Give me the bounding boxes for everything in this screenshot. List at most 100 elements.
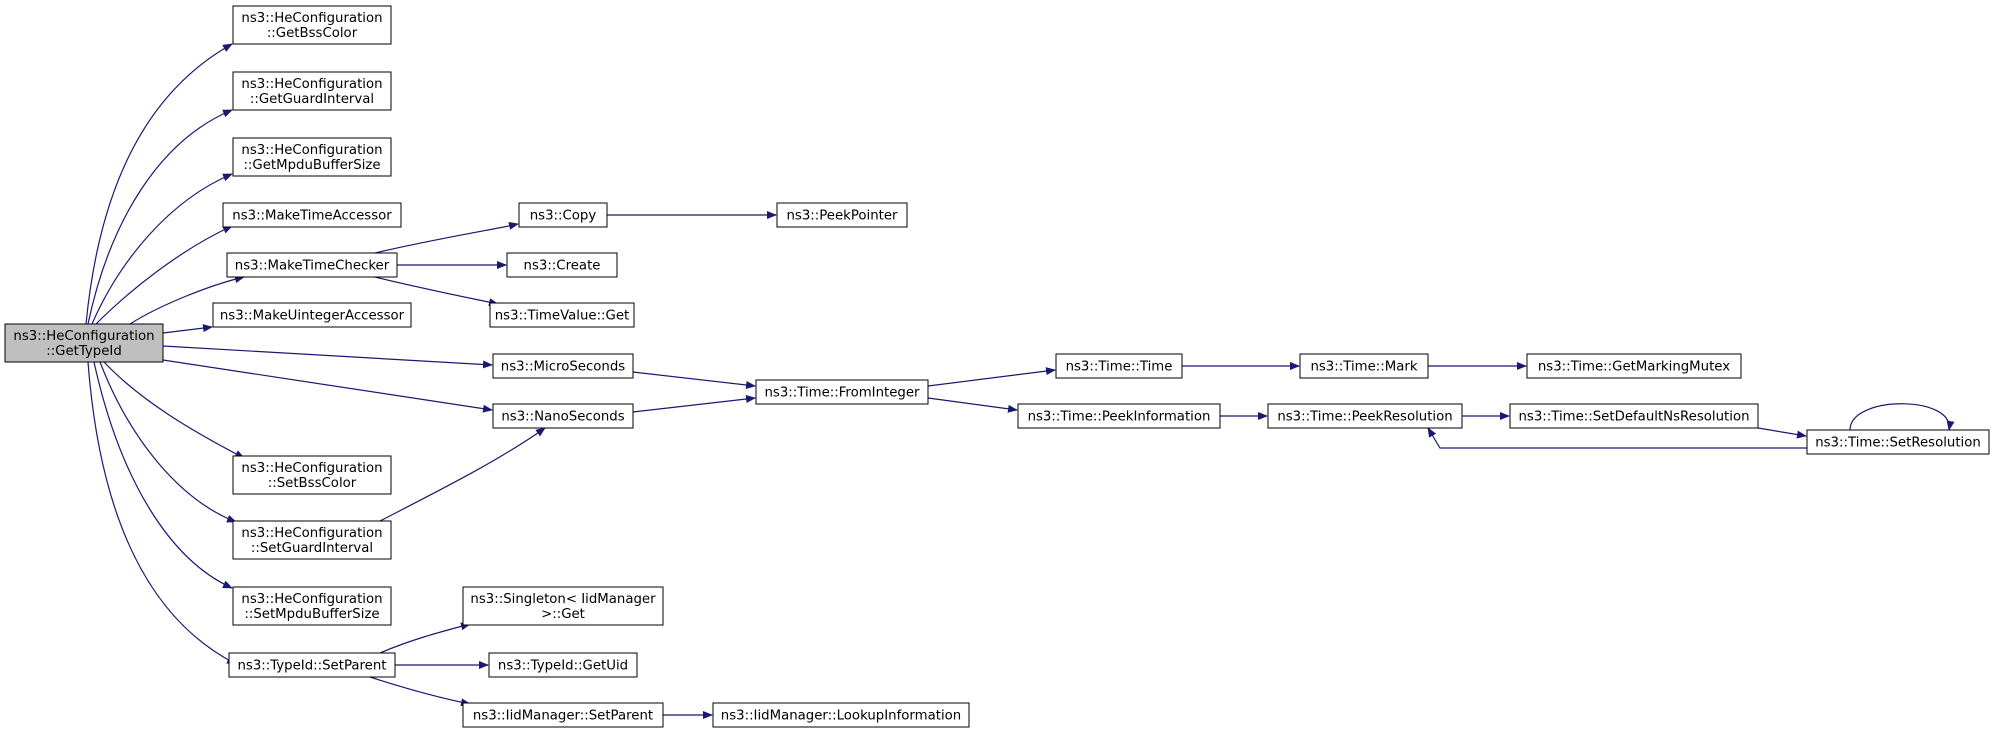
edge-setGuardInterval-to-nanoSeconds <box>379 427 546 522</box>
node-label: ns3::HeConfiguration <box>241 143 382 158</box>
node-box <box>222 202 402 228</box>
node-getMarkingMutex[interactable]: ns3::Time::GetMarkingMutex <box>1526 353 1742 379</box>
node-label: ns3::Time::PeekInformation <box>1028 410 1211 425</box>
node-box <box>506 252 618 278</box>
node-label: ns3::TypeId::SetParent <box>237 659 386 674</box>
edge-typeIdSetParent-to-singletonGet <box>379 622 471 654</box>
node-label: ns3::Create <box>524 259 601 274</box>
node-label: ns3::MakeUintegerAccessor <box>220 309 405 324</box>
node-label: ::SetGuardInterval <box>251 541 373 556</box>
node-typeIdGetUid[interactable]: ns3::TypeId::GetUid <box>488 652 638 678</box>
node-setResolution[interactable]: ns3::Time::SetResolution <box>1806 429 1990 455</box>
edge-getTypeId-to-nanoSeconds <box>162 359 493 413</box>
node-label: >::Get <box>541 607 585 622</box>
node-box <box>755 379 929 405</box>
node-fromInteger[interactable]: ns3::Time::FromInteger <box>755 379 929 405</box>
node-box <box>1526 353 1742 379</box>
node-singletonGet[interactable]: ns3::Singleton< IidManager >::Get <box>462 586 664 626</box>
node-setGuardInterval[interactable]: ns3::HeConfiguration::SetGuardInterval <box>232 520 392 560</box>
node-label: ns3::MakeTimeChecker <box>235 259 390 274</box>
edge-getTypeId-to-makeTimeAccessor <box>95 225 233 325</box>
node-label: ns3::HeConfiguration <box>241 592 382 607</box>
node-label: ns3::Time::GetMarkingMutex <box>1538 360 1730 375</box>
edge-getTypeId-to-makeUintegerAccessor <box>162 324 213 334</box>
node-box <box>228 652 396 678</box>
node-peekInformation[interactable]: ns3::Time::PeekInformation <box>1017 403 1221 429</box>
node-box <box>212 302 412 328</box>
node-microSeconds[interactable]: ns3::MicroSeconds <box>492 353 634 379</box>
node-box <box>232 71 392 111</box>
node-label: ns3::TypeId::GetUid <box>498 659 628 674</box>
node-box <box>232 586 392 626</box>
edge-getTypeId-to-getGuardInterval <box>87 109 233 325</box>
node-setDefaultNsResolution[interactable]: ns3::Time::SetDefaultNsResolution <box>1509 403 1759 429</box>
node-label: ns3::IidManager::SetParent <box>473 709 653 724</box>
node-copy[interactable]: ns3::Copy <box>518 202 608 228</box>
edge-fromInteger-to-timeTime <box>927 367 1056 387</box>
node-label: ns3::Time::SetDefaultNsResolution <box>1518 410 1749 425</box>
node-box <box>226 252 398 278</box>
edge-makeTimeChecker-to-copy <box>374 221 519 254</box>
node-label: ::GetMpduBufferSize <box>243 158 380 173</box>
node-peekResolution[interactable]: ns3::Time::PeekResolution <box>1267 403 1463 429</box>
node-makeTimeChecker[interactable]: ns3::MakeTimeChecker <box>226 252 398 278</box>
node-box <box>489 302 635 328</box>
edge-getTypeId-to-getMpduBufferSize <box>91 173 233 325</box>
node-label: ns3::MicroSeconds <box>501 360 625 375</box>
node-label: ns3::Time::Mark <box>1310 360 1417 375</box>
edge-setResolution-to-setResolution <box>1849 403 1955 431</box>
edge-getTypeId-to-setMpduBufferSize <box>93 361 233 589</box>
node-nanoSeconds[interactable]: ns3::NanoSeconds <box>492 403 634 429</box>
node-label: ns3::HeConfiguration <box>241 77 382 92</box>
edge-typeIdSetParent-to-iidSetParent <box>369 676 471 707</box>
node-timeValueGet[interactable]: ns3::TimeValue::Get <box>489 302 635 328</box>
node-label: ns3::IidManager::LookupInformation <box>721 709 961 724</box>
node-iidSetParent[interactable]: ns3::IidManager::SetParent <box>462 702 664 728</box>
node-label: ns3::TimeValue::Get <box>495 309 630 324</box>
node-getTypeId[interactable]: ns3::HeConfiguration::GetTypeId <box>4 323 164 363</box>
node-box <box>232 5 392 45</box>
node-getMpduBufferSize[interactable]: ns3::HeConfiguration::GetMpduBufferSize <box>232 137 392 177</box>
node-label: ::GetGuardInterval <box>250 92 374 107</box>
node-makeUintegerAccessor[interactable]: ns3::MakeUintegerAccessor <box>212 302 412 328</box>
node-box <box>492 353 634 379</box>
node-label: ns3::HeConfiguration <box>13 329 154 344</box>
node-setBssColor[interactable]: ns3::HeConfiguration::SetBssColor <box>232 455 392 495</box>
node-box <box>492 403 634 429</box>
node-makeTimeAccessor[interactable]: ns3::MakeTimeAccessor <box>222 202 402 228</box>
node-label: ns3::NanoSeconds <box>501 410 624 425</box>
edge-getTypeId-to-makeTimeChecker <box>129 275 245 325</box>
edge-getTypeId-to-setGuardInterval <box>99 361 237 523</box>
node-box <box>712 702 970 728</box>
edge-getTypeId-to-getBssColor <box>85 43 233 325</box>
node-getGuardInterval[interactable]: ns3::HeConfiguration::GetGuardInterval <box>232 71 392 111</box>
edge-makeTimeChecker-to-timeValueGet <box>374 276 499 307</box>
node-setMpduBufferSize[interactable]: ns3::HeConfiguration::SetMpduBufferSize <box>232 586 392 626</box>
node-label: ns3::HeConfiguration <box>241 461 382 476</box>
node-label: ns3::MakeTimeAccessor <box>232 209 392 224</box>
node-box <box>488 652 638 678</box>
edge-setResolution-to-peekResolution <box>1427 427 1807 449</box>
node-box <box>232 455 392 495</box>
node-box <box>232 137 392 177</box>
node-label: ns3::Singleton< IidManager <box>470 592 656 607</box>
node-box <box>232 520 392 560</box>
node-label: ns3::Time::PeekResolution <box>1277 410 1452 425</box>
node-box <box>462 702 664 728</box>
edges-layer <box>85 43 1955 719</box>
node-timeMark[interactable]: ns3::Time::Mark <box>1299 353 1429 379</box>
edge-microSeconds-to-fromInteger <box>632 371 756 389</box>
node-label: ns3::PeekPointer <box>786 209 898 224</box>
node-box <box>518 202 608 228</box>
node-getBssColor[interactable]: ns3::HeConfiguration::GetBssColor <box>232 5 392 45</box>
node-timeTime[interactable]: ns3::Time::Time <box>1055 353 1183 379</box>
node-peekPointer[interactable]: ns3::PeekPointer <box>776 202 908 228</box>
node-box <box>1055 353 1183 379</box>
node-label: ::SetMpduBufferSize <box>244 607 379 622</box>
node-typeIdSetParent[interactable]: ns3::TypeId::SetParent <box>228 652 396 678</box>
edge-getTypeId-to-setBssColor <box>103 361 245 459</box>
node-lookupInformation[interactable]: ns3::IidManager::LookupInformation <box>712 702 970 728</box>
node-create[interactable]: ns3::Create <box>506 252 618 278</box>
